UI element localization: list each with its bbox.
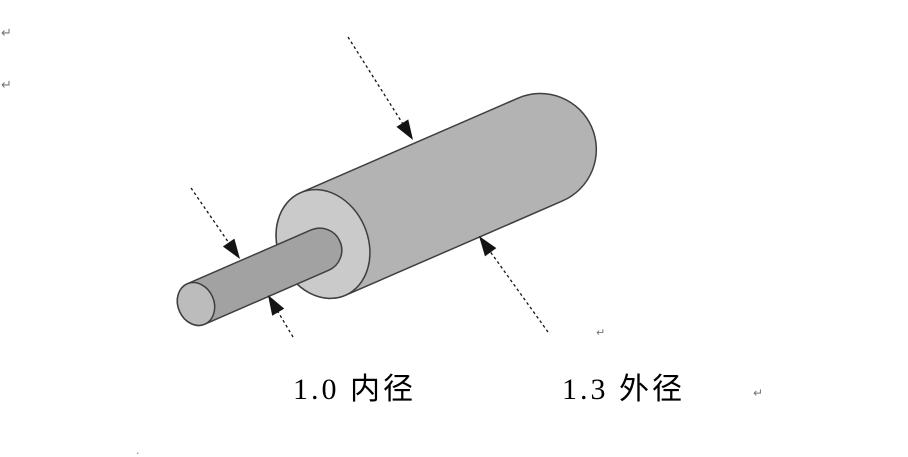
inner-diameter-top-arrow-line <box>190 187 233 248</box>
paragraph-mark-3: ↵ <box>753 386 764 400</box>
dimension-arrows <box>190 36 549 338</box>
paragraph-mark-0: ↵ <box>1 26 12 41</box>
inner-diameter-top-arrow-head <box>222 238 240 259</box>
outer-diameter-top-arrow-line <box>347 36 406 128</box>
paragraph-mark-2: ↵ <box>596 326 606 339</box>
paragraph-mark-1: ↵ <box>1 78 12 93</box>
paragraph-mark-4: · <box>136 447 140 457</box>
inner-pin-end-face <box>176 281 216 327</box>
outer-diameter-top-arrow-head <box>396 119 413 140</box>
label-outer-diameter: 1.3 外径 <box>562 373 685 406</box>
outer-diameter-bottom-arrow-head <box>479 236 497 257</box>
ferrule-group <box>176 92 598 327</box>
outer-diameter-bottom-arrow-line <box>487 247 549 333</box>
label-inner-diameter: 1.0 内径 <box>293 373 416 406</box>
inner-diameter-bottom-arrow-head <box>268 295 285 316</box>
inner-diameter-bottom-arrow-line <box>275 307 294 338</box>
